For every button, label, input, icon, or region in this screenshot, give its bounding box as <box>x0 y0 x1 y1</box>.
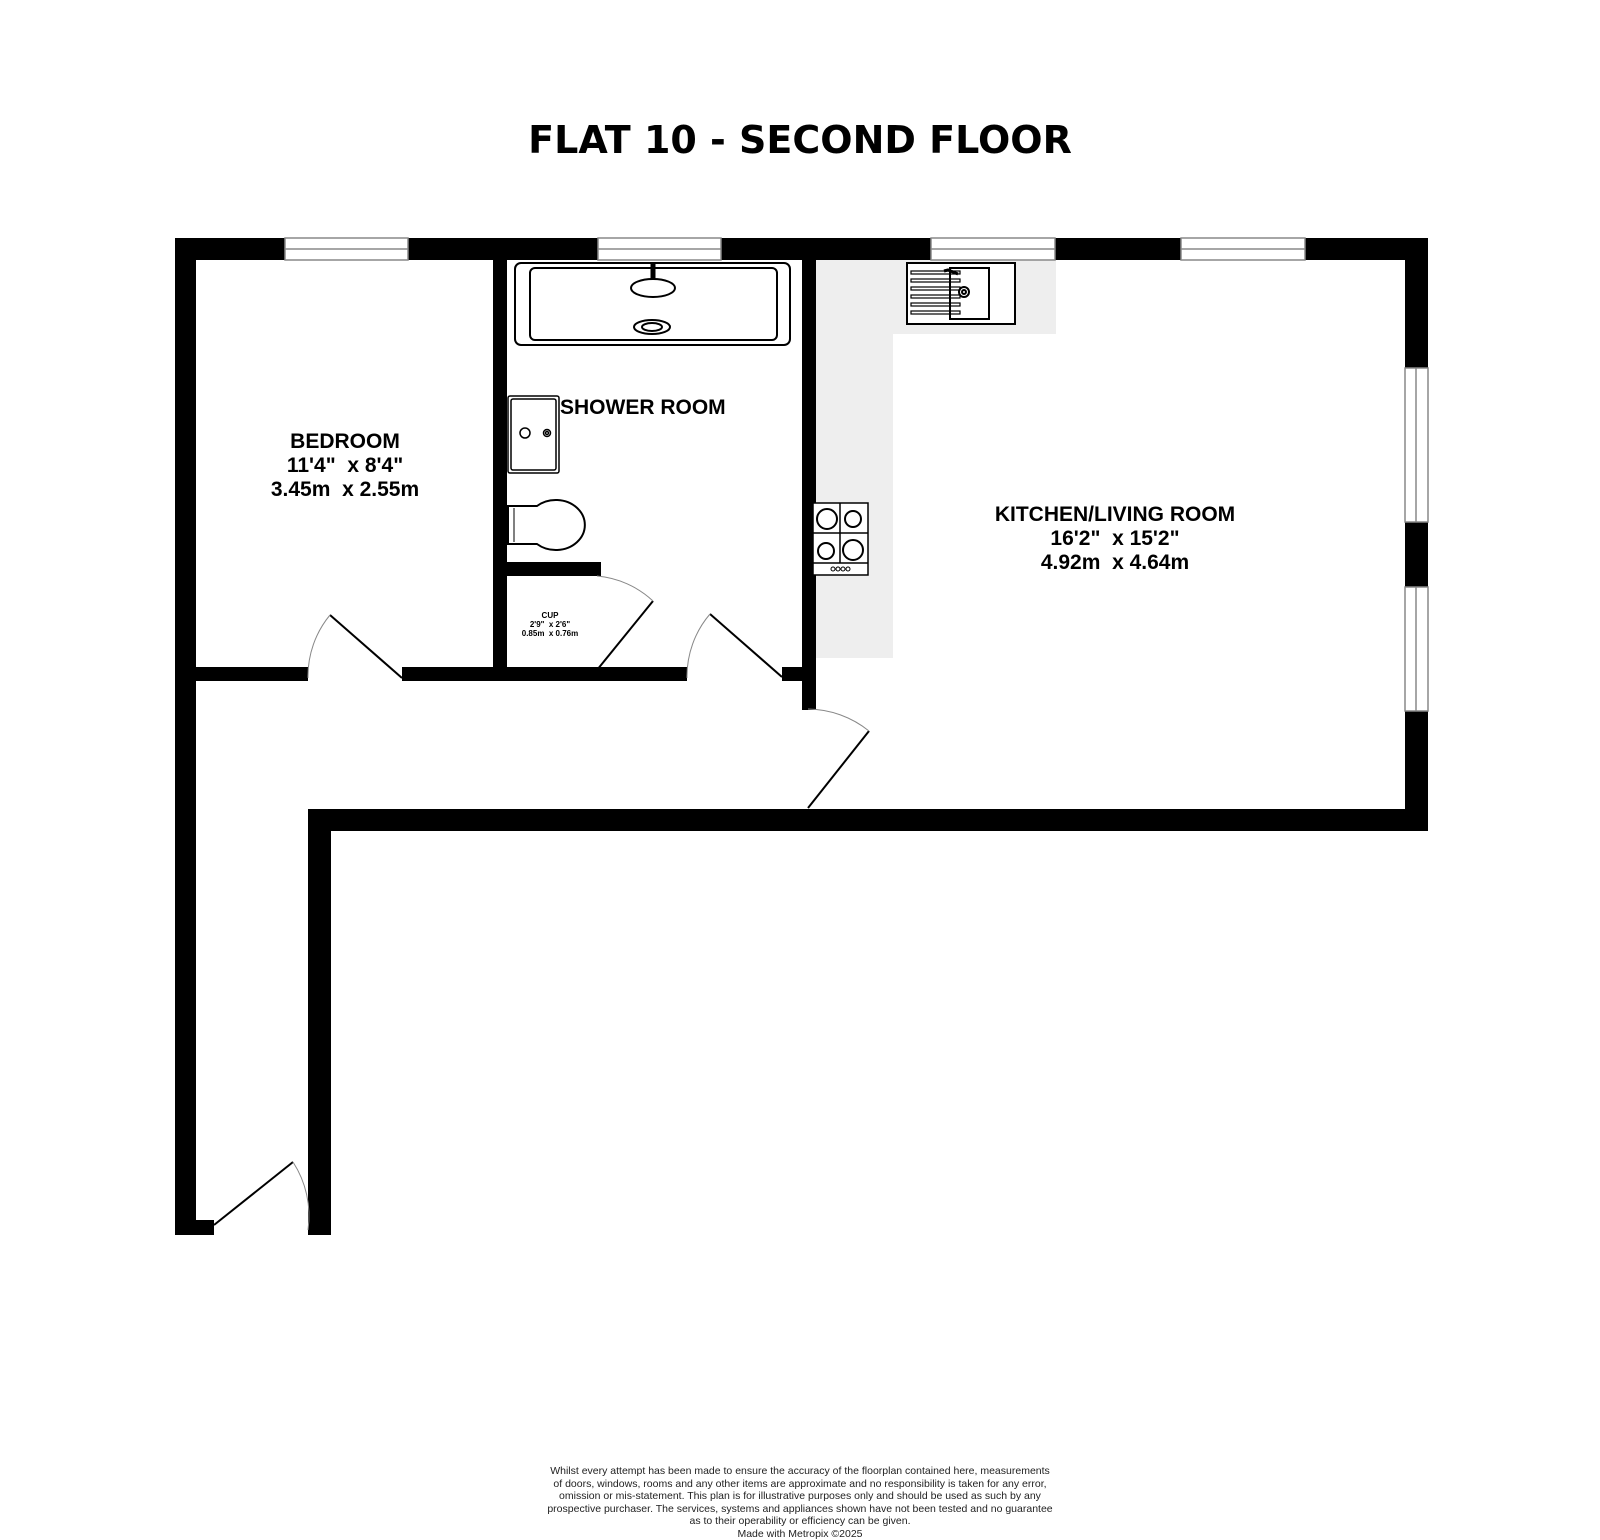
door-bedroom <box>308 615 402 678</box>
hall-wall-segment <box>782 667 816 681</box>
kitchen-living-dim-metric: 4.92m x 4.64m <box>960 551 1270 575</box>
kitchen-living-name: KITCHEN/LIVING ROOM <box>960 503 1270 527</box>
kitchen-bottom-wall <box>308 809 1428 831</box>
window-kitchen-right-1 <box>1405 368 1428 522</box>
left-wall <box>175 238 196 1235</box>
window-kitchen-1 <box>931 238 1055 260</box>
window-kitchen-right-2 <box>1405 587 1428 711</box>
bedroom-name: BEDROOM <box>240 430 450 454</box>
shower-tray-icon <box>515 262 790 345</box>
hall-wall-segment <box>402 667 687 681</box>
door-cupboard <box>597 576 653 670</box>
disclaimer-line: Whilst every attempt has been made to en… <box>520 1465 1080 1478</box>
credit: Made with Metropix ©2025 <box>520 1528 1080 1540</box>
door-kitchen <box>808 709 869 808</box>
room-label-kitchen-living: KITCHEN/LIVING ROOM 16'2" x 15'2" 4.92m … <box>960 503 1270 575</box>
cupboard-dim-metric: 0.85m x 0.76m <box>510 629 590 638</box>
disclaimer-line: prospective purchaser. The services, sys… <box>520 1503 1080 1516</box>
wash-basin-icon <box>508 396 559 473</box>
right-wall <box>1405 238 1428 831</box>
cupboard-dim-imperial: 2'9" x 2'6" <box>510 620 590 629</box>
kitchen-sink-icon <box>907 263 1015 324</box>
door-entrance <box>214 1162 309 1230</box>
room-label-cupboard: CUP 2'9" x 2'6" 0.85m x 0.76m <box>510 611 590 639</box>
room-label-bedroom: BEDROOM 11'4" x 8'4" 3.45m x 2.55m <box>240 430 450 502</box>
disclaimer: Whilst every attempt has been made to en… <box>520 1465 1080 1540</box>
cupboard-name: CUP <box>510 611 590 620</box>
shower-room-name: SHOWER ROOM <box>560 396 760 420</box>
gas-hob-icon <box>813 503 868 575</box>
window-shower <box>598 238 721 260</box>
disclaimer-line: omission or mis-statement. This plan is … <box>520 1490 1080 1503</box>
window-bedroom <box>285 238 408 260</box>
bedroom-shower-partition <box>493 238 507 673</box>
room-label-shower-room: SHOWER ROOM <box>560 396 760 420</box>
bedroom-dim-metric: 3.45m x 2.55m <box>240 478 450 502</box>
kitchen-living-dim-imperial: 16'2" x 15'2" <box>960 527 1270 551</box>
corridor-inner-wall <box>308 809 331 1235</box>
disclaimer-line: as to their operability or efficiency ca… <box>520 1515 1080 1528</box>
disclaimer-line: of doors, windows, rooms and any other i… <box>520 1478 1080 1491</box>
door-shower <box>687 614 782 678</box>
bedroom-dim-imperial: 11'4" x 8'4" <box>240 454 450 478</box>
cupboard-wall <box>507 562 601 576</box>
window-kitchen-2 <box>1181 238 1305 260</box>
shower-kitchen-partition <box>802 238 816 710</box>
walls <box>175 238 1428 1235</box>
hall-wall-segment <box>196 667 308 681</box>
toilet-icon <box>508 500 585 550</box>
